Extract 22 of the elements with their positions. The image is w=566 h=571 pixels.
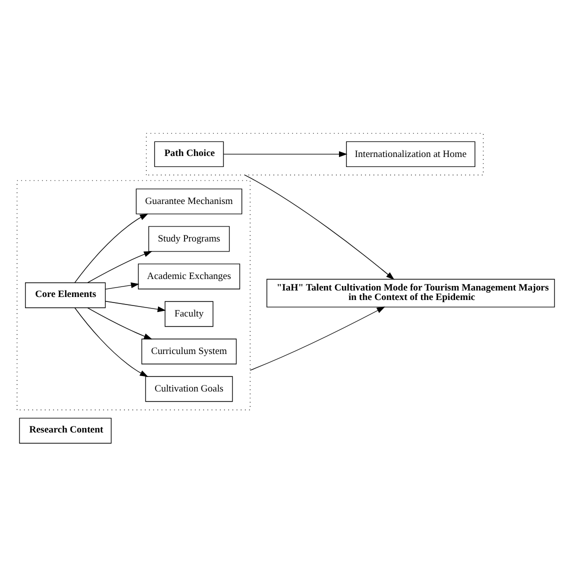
arrow	[105, 282, 140, 290]
node-box: Study Programs	[148, 226, 230, 252]
arrow	[74, 214, 148, 283]
cluster	[146, 133, 484, 176]
node-box: Cultivation Goals	[145, 376, 233, 402]
node-box: "IaH" Talent Cultivation Mode for Tourism Management Majors in the Context of the Epidemic	[266, 278, 555, 308]
arrow	[244, 174, 394, 280]
arrow	[223, 151, 348, 158]
node-box: Academic Exchanges	[138, 264, 240, 290]
node-box: Path Choice	[154, 141, 224, 168]
arrow	[87, 308, 152, 340]
arrow	[250, 306, 386, 371]
arrow	[87, 251, 152, 283]
node-box: Research Content	[19, 418, 112, 444]
arrow	[74, 308, 148, 377]
node-box: Core Elements	[25, 282, 106, 308]
node-box: Faculty	[164, 301, 214, 327]
arrow	[105, 300, 166, 312]
cluster	[16, 180, 251, 410]
node-box: Guarantee Mechanism	[136, 188, 242, 214]
node-box: Curriculum System	[141, 338, 237, 364]
node-box: Internationalization at Home	[346, 141, 476, 168]
